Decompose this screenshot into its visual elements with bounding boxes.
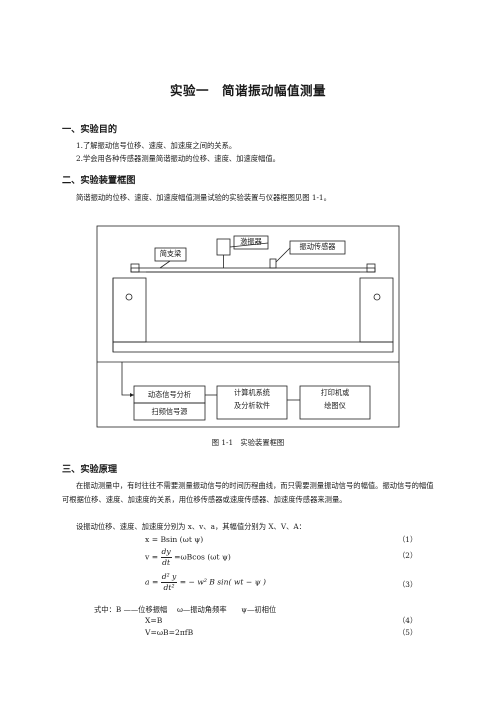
label-exciter: 激振器 xyxy=(240,237,262,246)
label-beam: 简支梁 xyxy=(159,249,182,258)
equation-2-number: （2） xyxy=(398,551,418,560)
eq2-denominator: dt xyxy=(162,558,171,567)
label-printer-2: 绘图仪 xyxy=(324,401,346,410)
equation-5-number: （5） xyxy=(398,628,418,637)
equation-4: X=B xyxy=(145,616,163,625)
eq2-numerator: dy xyxy=(160,547,172,558)
right-bolt-icon xyxy=(373,293,381,301)
page-title: 实验一 简谐振动幅值测量 xyxy=(169,83,326,98)
eq3-lhs: a = xyxy=(145,577,159,587)
right-clamp xyxy=(366,263,376,273)
section-heading-purpose: 一、实验目的 xyxy=(62,124,118,135)
apparatus-intro: 简谐振动的位移、速度、加速度幅值测量试验的实验装置与仪器框图见图 1-1。 xyxy=(76,193,331,202)
label-computer-1: 计算机系统 xyxy=(234,388,270,397)
label-printer-1: 打印机或 xyxy=(320,388,350,397)
equation-2: v = dy dt =ωBcos (ωt ψ) xyxy=(145,547,231,568)
vibration-sensor xyxy=(269,258,277,269)
left-support xyxy=(112,277,147,343)
left-bolt-icon xyxy=(125,293,133,301)
equation-1-number: （1） xyxy=(398,535,418,544)
section-heading-apparatus: 二、实验装置框图 xyxy=(62,175,136,186)
eq3-numerator: d² y xyxy=(160,572,178,583)
principle-paragraph: 在振动测量中，有时往往不需要测量振动信号的时间历程曲线，而只需要测量振动信号的幅… xyxy=(62,481,434,504)
label-sensor: 振动传感器 xyxy=(299,242,336,251)
exciter xyxy=(216,238,231,256)
eq3-fraction: d² y dt² xyxy=(160,572,178,593)
purpose-item-2: 2.学会用各种传感器测量简谐振动的位移、速度、加速度幅值。 xyxy=(76,154,280,163)
purpose-item-1: 1.了解振动信号位移、速度、加速度之间的关系。 xyxy=(76,141,237,150)
right-support xyxy=(359,277,394,343)
equation-1: x = Bsin (ωt ψ) xyxy=(145,535,204,544)
equation-4-number: （4） xyxy=(398,616,418,625)
figure-caption: 图 1-1 实验装置框图 xyxy=(211,438,285,447)
equation-3-number: （3） xyxy=(398,580,418,589)
eq3-denominator: dt² xyxy=(163,583,175,592)
section-heading-principle: 三、实验原理 xyxy=(62,464,118,475)
equation-5: V=ωB=2πfB xyxy=(145,628,194,637)
equation-3: a = d² y dt² = − w² B sin( wt − ψ ) xyxy=(145,572,266,593)
eq3-rhs: = − w² B sin( wt − ψ ) xyxy=(179,577,266,587)
eq2-rhs: =ωBcos (ωt ψ) xyxy=(174,552,231,562)
principle-line2: 设振动位移、速度、加速度分别为 x、v、a，其幅值分别为 X、V、A： xyxy=(76,522,306,531)
base-plate xyxy=(112,341,394,353)
label-sweep-source: 扫频信号源 xyxy=(151,407,188,416)
eq2-lhs: v = xyxy=(145,552,159,562)
label-dynamic-analysis: 动态信号分析 xyxy=(147,390,192,399)
label-computer-2: 及分析软件 xyxy=(234,401,270,410)
equation-legend: 式中：B ——位移振幅 ω—振动角频率 ψ—初相位 xyxy=(94,605,277,614)
eq2-fraction: dy dt xyxy=(160,547,172,568)
left-clamp xyxy=(130,263,140,273)
beam xyxy=(130,267,376,273)
